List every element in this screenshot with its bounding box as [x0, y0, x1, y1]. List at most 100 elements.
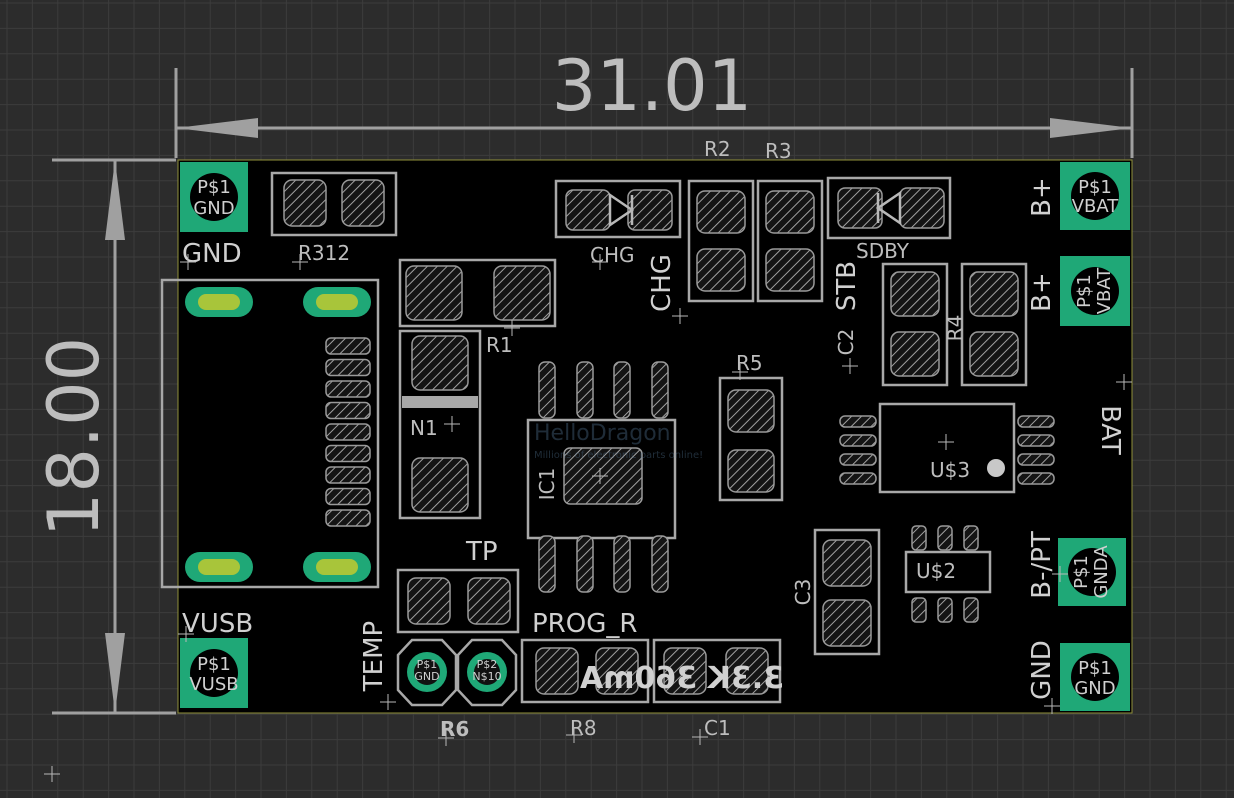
usb-pin: [325, 401, 371, 420]
u3-footprint: [839, 402, 1055, 494]
chg-led-footprint: [554, 179, 682, 239]
label-r4: R4: [943, 315, 967, 342]
svg-text:GND: GND: [1074, 678, 1115, 699]
u2-pin: [911, 525, 927, 551]
ic1-pin: [538, 535, 556, 593]
label-r1: R1: [486, 333, 513, 357]
temp-connector: P$1 GND P$2 N$10: [396, 638, 518, 707]
svg-text:GNDA: GNDA: [1091, 545, 1112, 599]
watermark: HelloDragon Millions of electronic parts…: [534, 421, 703, 461]
label-bat: BAT: [1095, 405, 1125, 455]
tp-footprint: [396, 568, 520, 634]
c1-footprint: [652, 638, 782, 704]
origin-markers: [44, 254, 1132, 782]
u2-footprint: [904, 525, 992, 623]
u3-pin: [1017, 453, 1055, 466]
dimension-height-label: 18.00: [33, 337, 115, 537]
u3-pin: [1017, 434, 1055, 447]
svg-text:P$1: P$1: [417, 658, 438, 671]
svg-text:P$1: P$1: [1078, 658, 1112, 679]
svg-text:P$1: P$1: [1078, 177, 1112, 198]
svg-text:N$10: N$10: [472, 670, 501, 683]
ic1-pin: [613, 361, 631, 419]
r2-footprint: [687, 179, 755, 303]
usb-pin: [325, 487, 371, 506]
ic1-pin: [576, 361, 594, 419]
svg-text:HelloDragon: HelloDragon: [534, 421, 671, 446]
label-r312: R312: [298, 241, 350, 265]
usb-pin: [325, 509, 371, 527]
label-sdby: SDBY: [856, 239, 910, 263]
svg-text:P$1: P$1: [197, 654, 231, 675]
u2-pin: [937, 525, 953, 551]
svg-text:P$1: P$1: [1074, 274, 1095, 308]
label-bplus-top: B+: [1027, 177, 1057, 217]
r4-footprint: [960, 262, 1028, 387]
r3-footprint: [756, 179, 824, 303]
u3-pin: [1017, 415, 1055, 428]
dimension-width-label: 31.01: [552, 45, 752, 127]
label-r3: R3: [765, 139, 792, 163]
label-u3: U$3: [930, 458, 970, 482]
ic1-pin: [538, 361, 556, 419]
label-c1: C1: [704, 716, 731, 740]
svg-text:VUSB: VUSB: [189, 674, 238, 695]
pad-vbat-mid: P$1 VBAT: [1060, 256, 1130, 326]
svg-text:P$1: P$1: [1071, 555, 1092, 589]
label-chg-vertical: CHG: [647, 254, 677, 312]
u2-pin: [911, 597, 927, 623]
u3-pin: [839, 434, 877, 447]
svg-text:VBAT: VBAT: [1072, 196, 1120, 217]
label-gnd-top-left: GND: [182, 239, 242, 269]
label-c2: C2: [834, 329, 858, 356]
svg-text:P$2: P$2: [477, 658, 498, 671]
usb-connector: [160, 278, 380, 589]
u3-pin: [1017, 472, 1055, 485]
ic1-pin: [576, 535, 594, 593]
ic1-pin: [651, 361, 669, 419]
label-ic1: IC1: [535, 468, 559, 501]
r5-footprint: [718, 376, 784, 502]
mirrored-bottom-text: 3.3K 360mA: [579, 661, 784, 696]
svg-text:GND: GND: [414, 670, 439, 683]
u3-pin: [839, 472, 877, 485]
pad-gnda: P$1 GNDA: [1058, 538, 1126, 606]
dimension-width: 31.01: [174, 45, 1134, 158]
sdby-led-footprint: [826, 176, 952, 240]
svg-text:VBAT: VBAT: [1094, 267, 1115, 315]
usb-shield-pads: [185, 287, 371, 582]
pad-vbat-top: P$1 VBAT: [1060, 162, 1130, 230]
label-chg: CHG: [590, 243, 635, 267]
u3-pin: [839, 415, 877, 428]
usb-pin: [325, 423, 371, 441]
label-gnd-bottom-right: GND: [1027, 640, 1057, 700]
svg-text:Millions of electronic parts o: Millions of electronic parts online!: [534, 450, 703, 461]
label-n1: N1: [410, 416, 438, 440]
ic1-pin: [651, 535, 669, 593]
u2-pin: [963, 525, 979, 551]
pad-gnd-top-left: P$1 GND: [180, 162, 248, 232]
usb-pin: [325, 380, 371, 398]
usb-pin: [325, 337, 371, 355]
label-b-minus-pt: B-/PT: [1027, 531, 1057, 599]
label-stb-vertical: STB: [832, 261, 862, 311]
n1-footprint: [398, 329, 482, 520]
label-c3: C3: [791, 579, 815, 606]
ic1-pin: [613, 535, 631, 593]
u2-pin: [937, 597, 953, 623]
label-r6: R6: [440, 717, 469, 741]
r312-footprint: [270, 171, 398, 237]
u3-pin: [839, 453, 877, 466]
c2-footprint: [881, 262, 949, 387]
label-r2: R2: [704, 137, 731, 161]
usb-pin: [325, 444, 371, 463]
r8-footprint: [520, 638, 650, 704]
label-temp: TEMP: [359, 621, 389, 692]
svg-text:GND: GND: [193, 198, 234, 219]
label-tp: TP: [465, 537, 498, 567]
pad-vusb: P$1 VUSB: [180, 638, 248, 708]
c3-footprint: [813, 528, 881, 656]
usb-pin: [325, 358, 371, 377]
svg-text:P$1: P$1: [197, 177, 231, 198]
